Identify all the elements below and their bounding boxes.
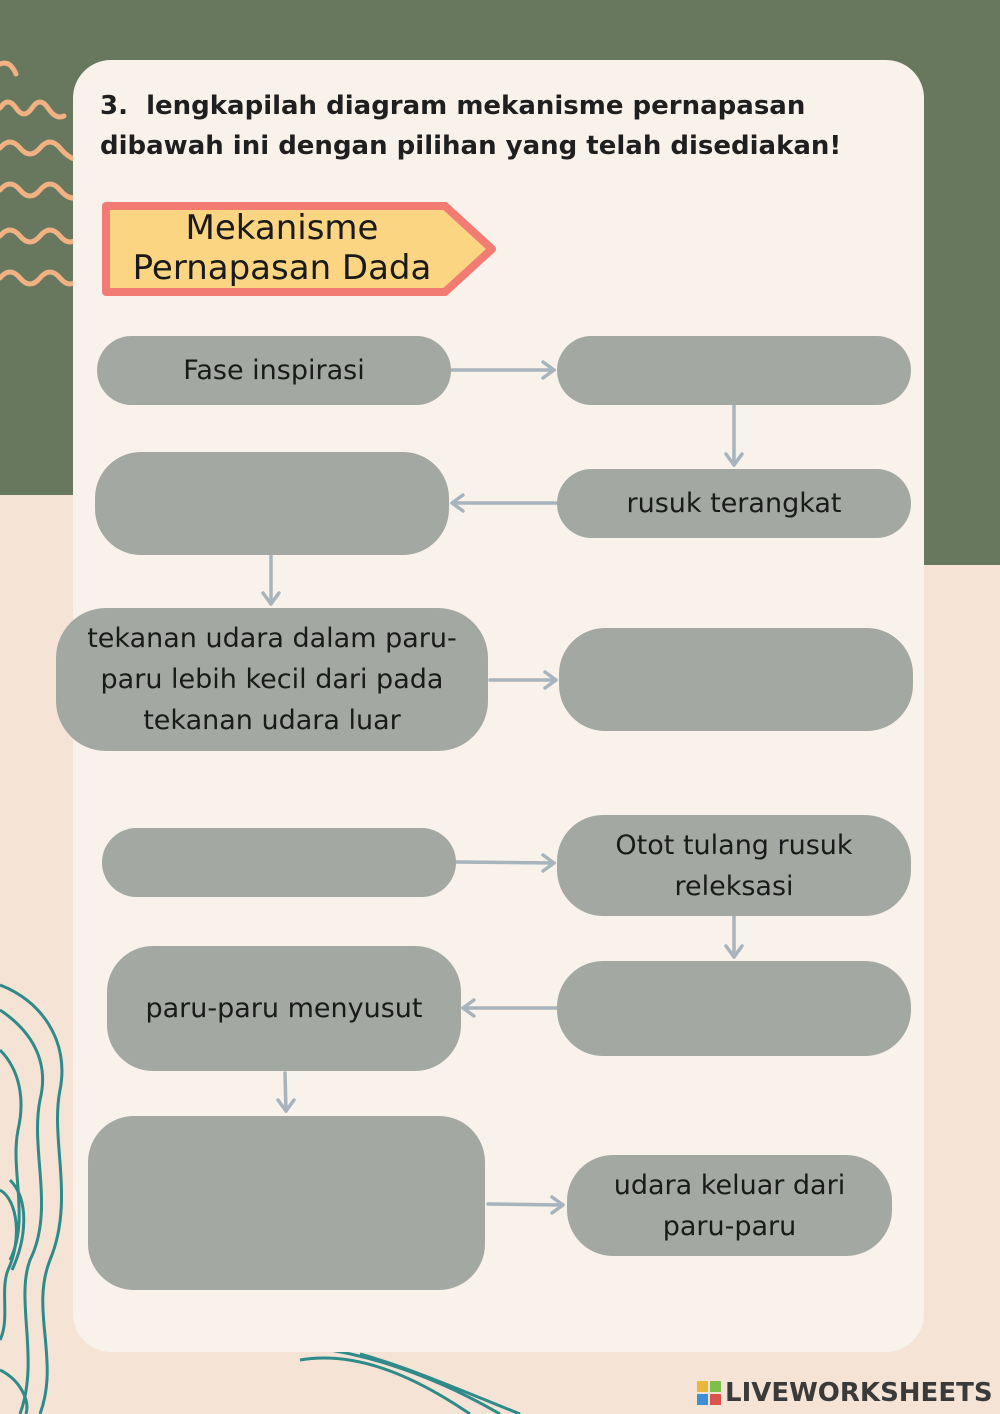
box-rusuk-terangkat-label: rusuk terangkat (626, 488, 842, 519)
arrow-down-1 (724, 404, 744, 467)
title-line-2: Pernapasan Dada (132, 248, 432, 288)
box-otot-relaksasi: Otot tulang rusuk releksasi (557, 815, 911, 916)
arrow-right-2 (488, 670, 558, 690)
liveworksheets-logo-text: LIVEWORKSHEETS (725, 1378, 993, 1408)
box-udara-keluar-label: udara keluar dari paru-paru (613, 1169, 846, 1242)
answer-box-1[interactable] (557, 336, 911, 405)
box-rusuk-terangkat: rusuk terangkat (557, 469, 911, 538)
box-otot-relaksasi-label: Otot tulang rusuk releksasi (615, 829, 853, 902)
arrow-down-4 (276, 1071, 296, 1113)
box-tekanan-udara: tekanan udara dalam paru-paru lebih keci… (56, 608, 488, 751)
question-number: 3. (100, 91, 128, 121)
box-tekanan-udara-label: tekanan udara dalam paru-paru lebih keci… (87, 623, 457, 736)
title-tag-shape (102, 202, 496, 296)
box-fase-inspirasi-label: Fase inspirasi (183, 355, 365, 386)
box-paru-menyusut: paru-paru menyusut (107, 946, 461, 1071)
arrow-down-2 (261, 553, 281, 606)
arrow-left-2 (461, 998, 558, 1018)
answer-box-4[interactable] (102, 828, 456, 897)
arrow-right-4 (486, 1195, 565, 1215)
question-text: lengkapilah diagram mekanisme pernapasan… (100, 91, 842, 161)
arrow-right-1 (450, 360, 556, 380)
arrow-right-3 (454, 853, 556, 873)
box-paru-menyusut-label: paru-paru menyusut (145, 993, 423, 1024)
box-udara-keluar: udara keluar dari paru-paru (567, 1155, 892, 1256)
arrow-left-1 (450, 493, 558, 513)
instruction-text: 3. lengkapilah diagram mekanisme pernapa… (100, 86, 920, 166)
arrow-down-3 (724, 914, 744, 959)
title-line-1: Mekanisme (185, 208, 379, 248)
answer-box-3[interactable] (559, 628, 913, 731)
answer-box-6[interactable] (88, 1116, 485, 1290)
diagram-title: Mekanisme Pernapasan Dada (112, 208, 452, 288)
liveworksheets-logo-icon (697, 1381, 721, 1405)
answer-box-2[interactable] (95, 452, 449, 555)
box-fase-inspirasi: Fase inspirasi (97, 336, 451, 405)
liveworksheets-logo: LIVEWORKSHEETS (697, 1378, 993, 1408)
answer-box-5[interactable] (557, 961, 911, 1056)
